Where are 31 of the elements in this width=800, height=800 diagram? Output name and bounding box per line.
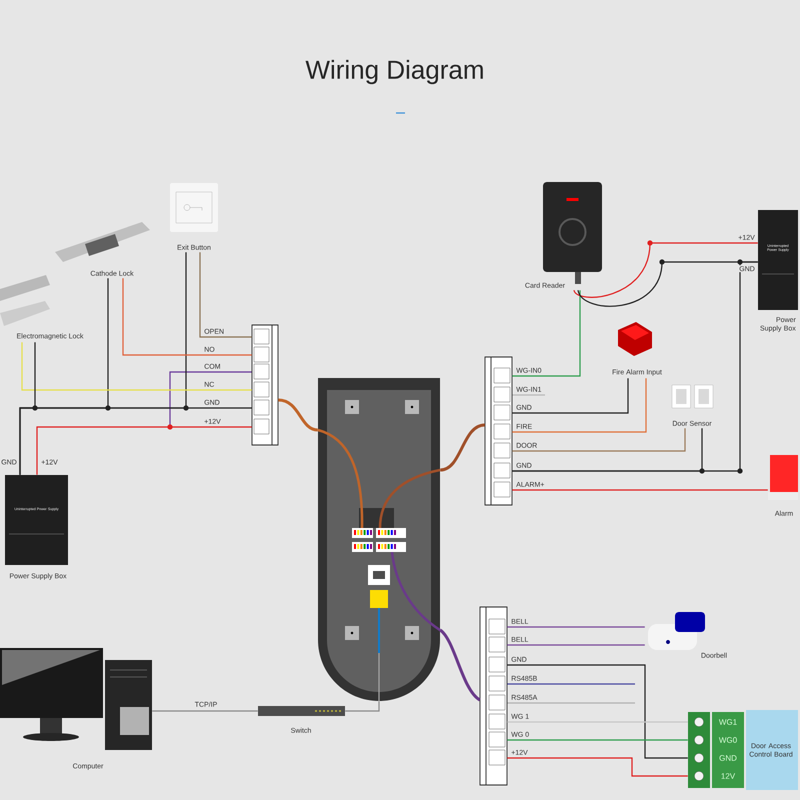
wire <box>199 252 252 338</box>
wire <box>36 426 252 475</box>
page-title: Wiring Diagram <box>306 60 483 84</box>
wire <box>507 739 688 741</box>
wire <box>440 424 486 472</box>
wire <box>512 428 686 452</box>
wire <box>512 378 629 414</box>
wire <box>278 398 318 432</box>
wire <box>512 261 758 472</box>
wire <box>439 628 481 702</box>
terminal-block <box>480 606 508 786</box>
wire <box>512 489 768 491</box>
wire <box>21 342 252 391</box>
wire <box>507 664 688 759</box>
wire <box>152 710 258 712</box>
pin-label: WG1 <box>718 719 737 725</box>
wire <box>19 407 252 475</box>
wire <box>574 242 758 298</box>
terminal-block <box>484 356 512 506</box>
terminal-block <box>252 324 278 446</box>
wire <box>507 757 688 777</box>
pin-label: 12V <box>722 773 736 779</box>
wire <box>345 701 380 712</box>
pin-label: WG0 <box>718 737 737 743</box>
device-panel-drawing <box>318 378 441 701</box>
wire <box>512 290 581 377</box>
wire <box>512 378 647 433</box>
pin-label: GND <box>720 755 737 761</box>
wire <box>122 278 252 356</box>
wire <box>507 644 645 646</box>
wire <box>507 626 645 628</box>
